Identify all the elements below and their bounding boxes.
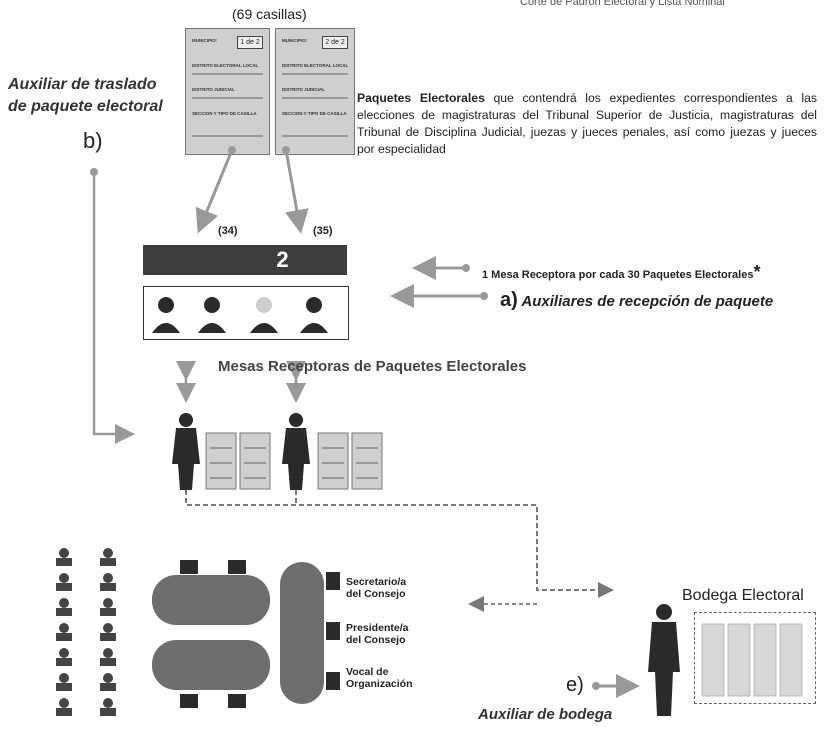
role-presidente-line1: Presidente/a bbox=[346, 622, 409, 634]
bodega-electoral-title: Bodega Electoral bbox=[682, 587, 804, 604]
letter-b: b) bbox=[83, 128, 103, 153]
role-secretario-line2: del Consejo bbox=[346, 588, 406, 600]
letter-a: a) bbox=[500, 289, 518, 311]
role-secretario-line1: Secretario/a bbox=[346, 576, 407, 588]
ballot-distrito-local: DISTRITO ELECTORAL LOCAL bbox=[282, 63, 349, 68]
ballot-municipio: MUNICIPIO: bbox=[192, 38, 218, 43]
header-text: Corte de Padrón Electoral y Lista Nomina… bbox=[520, 0, 725, 8]
auxiliares-recepcion-annotation: a) Auxiliares de recepción de paquete bbox=[500, 289, 773, 312]
auxiliar-figures bbox=[172, 413, 680, 716]
mesa-ratio-text: 1 Mesa Receptora por cada 30 Paquetes El… bbox=[482, 269, 754, 281]
council-table-side bbox=[280, 562, 324, 704]
auxiliar-traslado-line2: de paquete electoral bbox=[8, 98, 163, 115]
role-vocal-line1: Vocal de bbox=[346, 666, 389, 678]
role-vocal-line2: Organización bbox=[346, 678, 413, 690]
ballot-seccion: SECCION Y TIPO DE CASILLA bbox=[282, 111, 347, 116]
auxiliar-traslado-label: Auxiliar de traslado de paquete electora… bbox=[8, 74, 163, 118]
auxiliares-recepcion-figures bbox=[152, 297, 328, 333]
ballot-distrito-judicial: DISTRITO JUDICIAL bbox=[282, 87, 325, 92]
mesa-2-block: 2 bbox=[218, 245, 347, 275]
bodega-paquetes bbox=[701, 623, 803, 697]
auxiliar-bodega-label: Auxiliar de bodega bbox=[478, 706, 613, 723]
bodega-electoral-box bbox=[694, 612, 816, 704]
ballot-seccion: SECCION Y TIPO DE CASILLA bbox=[192, 111, 257, 116]
paquete-electoral-1: MUNICIPIO: 1 de 2 DISTRITO ELECTORAL LOC… bbox=[185, 28, 270, 155]
council-table-bottom bbox=[152, 640, 270, 690]
auxiliares-recepcion-text: Auxiliares de recepción de paquete bbox=[521, 293, 774, 310]
council-table-top bbox=[152, 575, 270, 625]
paquete-electoral-2: MUNICIPIO: 2 de 2 DISTRITO ELECTORAL LOC… bbox=[275, 28, 355, 155]
ballot-number: 2 de 2 bbox=[322, 36, 348, 49]
role-presidente-line2: del Consejo bbox=[346, 634, 406, 646]
ballot-distrito-local: DISTRITO ELECTORAL LOCAL bbox=[192, 63, 259, 68]
auxiliares-recepcion-box bbox=[143, 286, 349, 340]
ballot-distrito-judicial: DISTRITO JUDICIAL bbox=[192, 87, 235, 92]
mesas-receptoras-caption: Mesas Receptoras de Paquetes Electorales bbox=[218, 358, 527, 375]
ballot-number: 1 de 2 bbox=[237, 36, 263, 49]
paquetes-description: Paquetes Electorales que contendrá los e… bbox=[357, 90, 817, 158]
paquetes-rest: que contendrá los expedientes correspond… bbox=[357, 91, 817, 156]
mesa-2-count: (35) bbox=[313, 225, 333, 237]
ballot-municipio: MUNICIPIO: bbox=[282, 38, 308, 43]
paquetes-bold: Paquetes Electorales bbox=[357, 91, 485, 105]
letter-e: e) bbox=[566, 674, 584, 696]
auxiliar-traslado-line1: Auxiliar de traslado bbox=[8, 76, 157, 93]
mesa-ratio-annotation: 1 Mesa Receptora por cada 30 Paquetes El… bbox=[482, 262, 760, 283]
casillas-count: (69 casillas) bbox=[232, 6, 307, 22]
mesa-1-count: (34) bbox=[218, 225, 238, 237]
asterisk: * bbox=[753, 262, 761, 282]
